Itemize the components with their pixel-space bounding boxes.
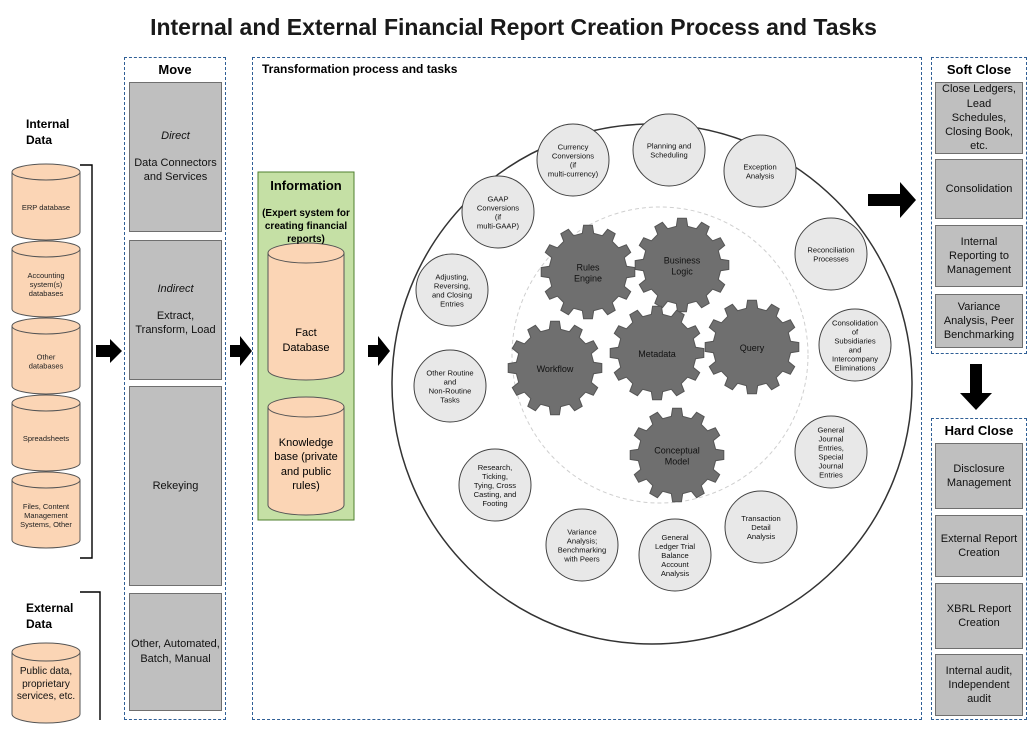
information-title: Information (270, 178, 342, 193)
arrow-information-to-transformation (368, 336, 390, 366)
move-other-box: Other, Automated, Batch, Manual (129, 593, 222, 711)
flow-arrows (96, 182, 992, 410)
inner-dashed-circle (511, 206, 809, 504)
move-indirect-box: Indirect Extract, Transform, Load (129, 240, 222, 380)
arrow-move-to-information (230, 336, 252, 366)
move-rekeying-box: Rekeying (129, 386, 222, 586)
internal-data-bracket (80, 164, 93, 559)
transformation-label: Transformation process and tasks (262, 62, 458, 76)
hard-close-item: XBRL Report Creation (935, 583, 1023, 649)
soft-close-item: Internal Reporting to Management (935, 225, 1023, 287)
knowledge-base-label: Knowledge base (private and public rules… (274, 437, 338, 492)
internal-data-source-label: Spreadsheets (23, 434, 70, 443)
page-title: Internal and External Financial Report C… (150, 14, 877, 40)
fact-database-label: Fact Database (282, 327, 330, 354)
external-data-bracket (80, 591, 101, 720)
hard-close-item: Disclosure Management (935, 443, 1023, 509)
hard-close-item: External Report Creation (935, 515, 1023, 577)
internal-data-source: Spreadsheets (11, 394, 81, 472)
external-data-cylinder (11, 642, 81, 724)
external-data-source: Public data, proprietary services, etc. (16, 666, 76, 702)
knowledge-base-cylinder (267, 396, 345, 516)
arrow-transformation-to-soft-close (868, 182, 916, 218)
arrow-data-to-move (96, 339, 122, 363)
hard-close-item: Internal audit, Independent audit (935, 654, 1023, 716)
gear: Metadata (609, 305, 705, 401)
internal-data-source-label: ERP database (22, 203, 70, 212)
soft-close-label: Soft Close (946, 62, 1012, 77)
arrow-soft-to-hard-close (960, 364, 992, 410)
move-panel (124, 57, 226, 720)
move-direct-box: Direct Data Connectors and Services (129, 82, 222, 232)
gear: Query (704, 299, 800, 395)
fact-database-cylinder (267, 242, 345, 381)
gear-label: Workflow (537, 364, 574, 374)
soft-close-item: Variance Analysis, Peer Benchmarking (935, 294, 1023, 348)
move-label: Move (158, 62, 192, 77)
gear: Workflow (507, 320, 603, 416)
soft-close-item: Consolidation (935, 159, 1023, 219)
external-data-label: External Data (26, 601, 74, 632)
internal-data-label: Internal Data (26, 117, 70, 148)
gear-label: Metadata (638, 349, 676, 359)
information-subtitle: (Expert system for creating financial re… (262, 208, 350, 245)
internal-data-source: ERP database (11, 163, 81, 241)
transformation-panel (252, 57, 922, 720)
soft-close-item: Close Ledgers, Lead Schedules, Closing B… (935, 82, 1023, 154)
hard-close-label: Hard Close (944, 423, 1014, 438)
gear-label: Query (740, 343, 765, 353)
